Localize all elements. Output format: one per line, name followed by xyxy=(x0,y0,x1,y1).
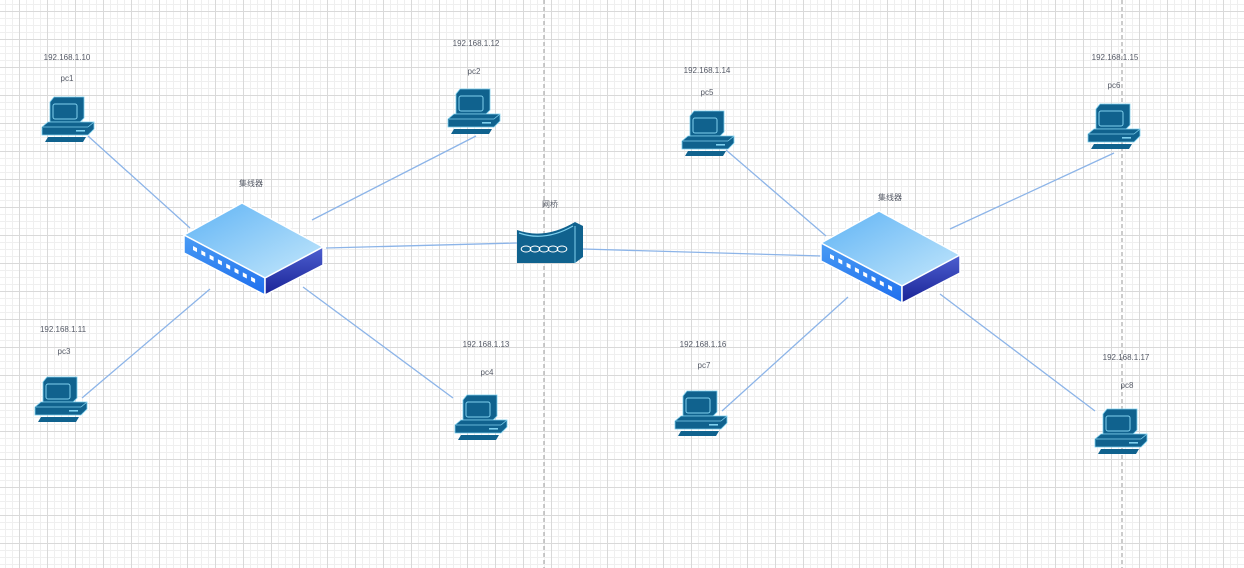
pc-node-pc7[interactable]: 192.168.1.16 pc7 xyxy=(674,340,728,436)
base-unit xyxy=(447,113,501,128)
node-label: pc8 xyxy=(1121,381,1134,390)
pc-icon[interactable] xyxy=(41,96,95,142)
ip-label: 192.168.1.11 xyxy=(40,325,87,334)
node-label: pc1 xyxy=(61,74,74,83)
pc-icon[interactable] xyxy=(681,110,735,156)
keyboard xyxy=(685,151,726,156)
keyboard xyxy=(38,417,79,422)
bridge-icon[interactable] xyxy=(517,222,583,263)
hub-port xyxy=(879,280,884,287)
pc-icon[interactable] xyxy=(447,88,501,134)
hub-port xyxy=(217,259,222,266)
hub-port xyxy=(830,253,834,261)
bridge-link-glyph xyxy=(556,245,568,253)
hub-port xyxy=(251,276,256,283)
screen xyxy=(1105,415,1131,432)
link-bridge-hub2[interactable] xyxy=(582,248,823,257)
nodes-layer: 192.168.1.10pc1192.168.1.12pc2192.168.1.… xyxy=(34,39,1150,454)
pc-node-pc3[interactable]: 192.168.1.11 pc3 xyxy=(34,325,88,422)
screen xyxy=(465,401,491,418)
bridge-link-glyph xyxy=(529,245,541,253)
hub-port xyxy=(226,263,231,270)
pc-icon[interactable] xyxy=(1087,103,1141,149)
ip-label: 192.168.1.10 xyxy=(44,53,91,62)
base-unit xyxy=(1087,128,1141,143)
node-label: 集线器 xyxy=(878,192,902,202)
links-layer xyxy=(81,135,1115,412)
keyboard xyxy=(45,137,86,142)
node-label: pc7 xyxy=(698,361,711,370)
hub-node-hub1[interactable]: 集线器 xyxy=(182,178,325,297)
hub-port xyxy=(209,254,214,261)
ip-label: 192.168.1.13 xyxy=(463,340,510,349)
pc-node-pc5[interactable]: 192.168.1.14 pc5 xyxy=(681,66,735,156)
hub-port xyxy=(888,284,893,291)
pc-node-pc4[interactable]: 192.168.1.13 pc4 xyxy=(454,340,510,440)
bridge-link-glyph xyxy=(538,245,550,253)
pc-icon[interactable] xyxy=(1094,408,1148,454)
bridge-link-glyph xyxy=(520,245,532,253)
hub-port xyxy=(854,267,859,274)
link-pc1-hub1[interactable] xyxy=(87,135,191,229)
link-pc7-hub2[interactable] xyxy=(721,296,849,412)
bridge-link-glyph xyxy=(547,245,559,253)
hub-port xyxy=(201,250,206,257)
keyboard xyxy=(451,129,492,134)
node-label: 网桥 xyxy=(542,199,558,209)
screen xyxy=(45,383,71,400)
hub-port xyxy=(838,258,843,265)
link-pc5-hub2[interactable] xyxy=(725,149,827,237)
link-hub1-bridge[interactable] xyxy=(325,242,518,249)
screen xyxy=(685,397,711,414)
hub-port xyxy=(193,246,197,253)
pc-node-pc2[interactable]: 192.168.1.12 pc2 xyxy=(447,39,501,134)
ip-label: 192.168.1.14 xyxy=(684,66,731,75)
bridge-node-bridge[interactable]: 网桥 xyxy=(517,199,583,263)
hub-icon[interactable] xyxy=(182,202,325,297)
ip-label: 192.168.1.17 xyxy=(1103,353,1150,362)
keyboard xyxy=(1098,449,1139,454)
link-pc8-hub2[interactable] xyxy=(939,293,1096,412)
link-pc4-hub1[interactable] xyxy=(302,286,454,399)
pc-node-pc6[interactable]: 192.168.1.15 pc6 xyxy=(1087,53,1141,149)
link-pc3-hub1[interactable] xyxy=(81,288,211,399)
screen xyxy=(458,95,484,112)
screen xyxy=(52,103,78,120)
ip-label: 192.168.1.15 xyxy=(1092,53,1139,62)
hub-port xyxy=(242,272,247,279)
hub-icon[interactable] xyxy=(819,210,962,305)
pc-icon[interactable] xyxy=(34,376,88,422)
keyboard xyxy=(458,435,499,440)
pc-icon[interactable] xyxy=(674,390,728,436)
node-label: pc6 xyxy=(1108,81,1121,90)
screen xyxy=(1098,110,1124,127)
hub-port xyxy=(871,275,876,283)
keyboard xyxy=(678,431,719,436)
link-pc2-hub1[interactable] xyxy=(311,135,477,221)
base-unit xyxy=(41,121,95,136)
base-unit xyxy=(681,135,735,150)
base-unit xyxy=(34,401,88,416)
base-unit xyxy=(454,419,508,434)
pc-node-pc1[interactable]: 192.168.1.10 pc1 xyxy=(41,53,95,142)
base-unit xyxy=(674,415,728,430)
node-label: pc2 xyxy=(468,67,481,76)
ip-label: 192.168.1.16 xyxy=(680,340,727,349)
node-label: pc5 xyxy=(701,88,714,97)
pc-icon[interactable] xyxy=(454,394,508,440)
link-pc6-hub2[interactable] xyxy=(949,152,1115,230)
keyboard xyxy=(1091,144,1132,149)
hub-port xyxy=(846,262,851,269)
node-label: pc4 xyxy=(481,368,494,377)
ip-label: 192.168.1.12 xyxy=(453,39,500,48)
pc-node-pc8[interactable]: 192.168.1.17 pc8 xyxy=(1094,353,1150,454)
node-label: 集线器 xyxy=(239,178,263,188)
hub-node-hub2[interactable]: 集线器 xyxy=(819,192,962,305)
hub-port xyxy=(234,268,239,275)
hub-port xyxy=(863,271,868,278)
screen xyxy=(692,117,718,134)
base-unit xyxy=(1094,433,1148,448)
node-label: pc3 xyxy=(58,347,71,356)
